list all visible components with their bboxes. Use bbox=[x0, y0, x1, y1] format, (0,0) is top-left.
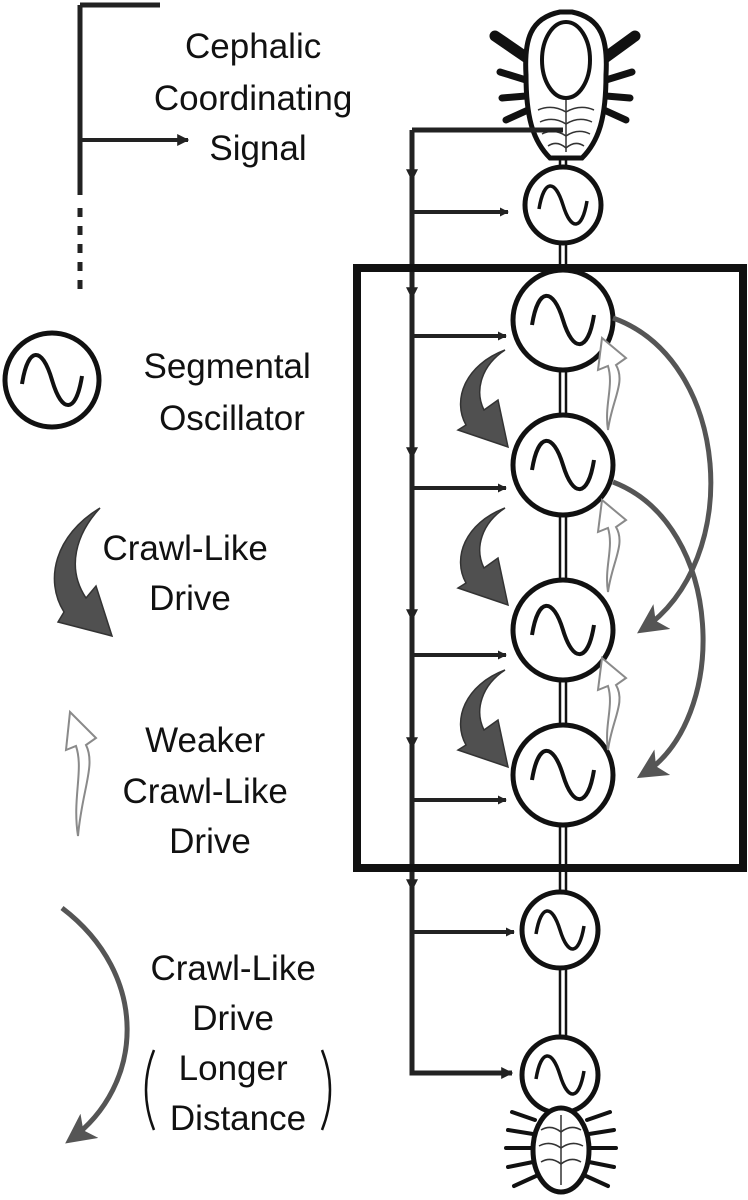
sine-wave-icon bbox=[534, 1054, 586, 1096]
weaker-drive-arrows bbox=[596, 336, 628, 751]
longer-drive-label: Crawl-Like Drive Longer Distance bbox=[150, 949, 325, 1138]
crawl-drive-label: Crawl-Like Drive bbox=[102, 529, 277, 618]
oscillator-5 bbox=[510, 722, 616, 828]
legend-oscillator-icon bbox=[2, 330, 102, 430]
weaker-drive-arrow-icon bbox=[64, 709, 98, 837]
cephalic-signal-label: Cephalic Coordinating Signal bbox=[154, 27, 362, 168]
oscillator-6 bbox=[519, 889, 601, 971]
segment-box bbox=[353, 264, 747, 872]
legend-segmental-oscillator: Segmental Oscillator bbox=[2, 330, 320, 438]
sine-wave-icon bbox=[530, 293, 596, 347]
sine-wave-icon bbox=[534, 909, 586, 951]
tail-icon bbox=[504, 1105, 618, 1195]
longer-drive-arrow-icon bbox=[60, 906, 130, 1144]
sine-wave-icon bbox=[530, 603, 596, 657]
sine-wave-icon bbox=[530, 438, 596, 492]
legend-cephalic-signal: Cephalic Coordinating Signal bbox=[77, 2, 362, 298]
oscillator-7 bbox=[519, 1034, 601, 1116]
weaker-drive-label: Weaker Crawl-Like Drive bbox=[122, 721, 297, 861]
sine-wave-icon bbox=[537, 184, 589, 226]
long-drive-arrows bbox=[612, 315, 714, 779]
cephalic-signal-trunk bbox=[406, 127, 563, 1079]
oscillator-2 bbox=[510, 267, 616, 373]
segmental-oscillator-label: Segmental Oscillator bbox=[143, 347, 320, 438]
sine-wave-icon bbox=[530, 748, 596, 802]
crawl-drive-arrows bbox=[456, 349, 510, 769]
legend-crawl-drive: Crawl-Like Drive bbox=[53, 507, 277, 638]
head-icon bbox=[489, 9, 641, 161]
oscillator-4 bbox=[510, 577, 616, 683]
legend-longer-drive: Crawl-Like Drive Longer Distance bbox=[60, 906, 332, 1144]
oscillator-3 bbox=[510, 412, 616, 518]
oscillator-1 bbox=[522, 164, 604, 246]
legend-weaker-drive: Weaker Crawl-Like Drive bbox=[64, 709, 297, 861]
crawl-drive-arrow-icon bbox=[53, 507, 114, 638]
